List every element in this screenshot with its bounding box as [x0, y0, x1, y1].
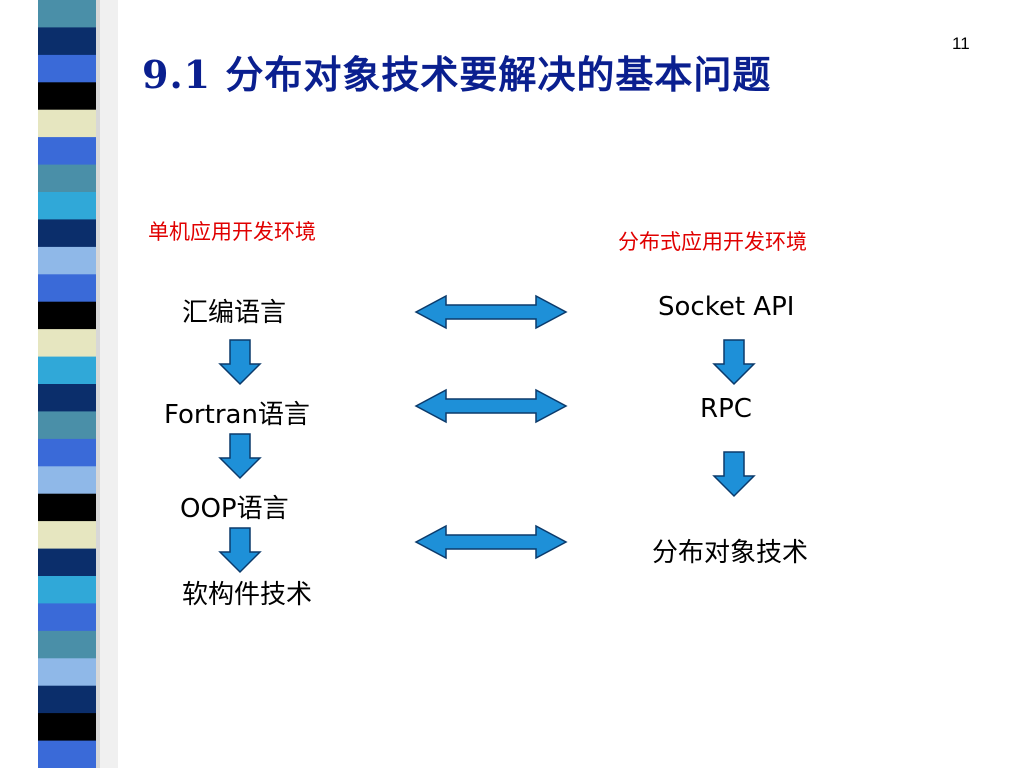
slide-title: 9.1 分布对象技术要解决的基本问题: [142, 52, 772, 97]
strip-segment: [38, 411, 96, 440]
right-item-distributed-object: 分布对象技术: [652, 538, 809, 568]
strip-segment: [38, 658, 96, 687]
left-item-assembly: 汇编语言: [182, 298, 287, 328]
strip-segment: [38, 466, 96, 495]
down-arrow-left-2: [218, 433, 262, 480]
right-item-rpc: RPC: [700, 394, 752, 424]
down-arrow-right-2: [712, 451, 756, 498]
left-item-fortran: Fortran语言: [164, 400, 310, 430]
strip-segment: [38, 603, 96, 632]
strip-segment: [38, 219, 96, 248]
down-arrow-left-3: [218, 527, 262, 574]
strip-segment: [38, 740, 96, 768]
strip-segment: [38, 630, 96, 659]
strip-segment: [38, 164, 96, 193]
strip-segment: [38, 713, 96, 741]
down-arrow-left-1: [218, 339, 262, 386]
left-column-header: 单机应用开发环境: [148, 220, 316, 244]
strip-segment: [38, 521, 96, 549]
strip-segment: [38, 274, 96, 303]
left-item-oop: OOP语言: [180, 494, 289, 524]
strip-segment: [38, 192, 96, 220]
strip-segment: [38, 329, 96, 357]
strip-segment: [38, 576, 96, 604]
strip-segment: [38, 301, 96, 330]
left-item-component: 软构件技术: [182, 580, 313, 610]
strip-segment: [38, 27, 96, 56]
strip-segment: [38, 109, 96, 138]
page-number: 11: [952, 34, 970, 53]
decorative-strip: [0, 0, 118, 768]
double-arrow-1: [414, 294, 568, 330]
strip-segment: [38, 685, 96, 714]
strip-segment: [38, 384, 96, 412]
strip-segment: [38, 82, 96, 111]
double-arrow-2: [414, 388, 568, 424]
strip-segment: [38, 246, 96, 275]
strip-segment: [38, 438, 96, 467]
right-column-header: 分布式应用开发环境: [618, 230, 807, 254]
strip-segment: [38, 54, 96, 83]
strip-segment: [38, 493, 96, 522]
strip-segment: [38, 137, 96, 165]
down-arrow-right-1: [712, 339, 756, 386]
strip-segment: [38, 548, 96, 577]
right-item-socket-api: Socket API: [658, 292, 795, 322]
double-arrow-3: [414, 524, 568, 560]
strip-segment: [38, 356, 96, 385]
strip-segment: [38, 0, 96, 28]
